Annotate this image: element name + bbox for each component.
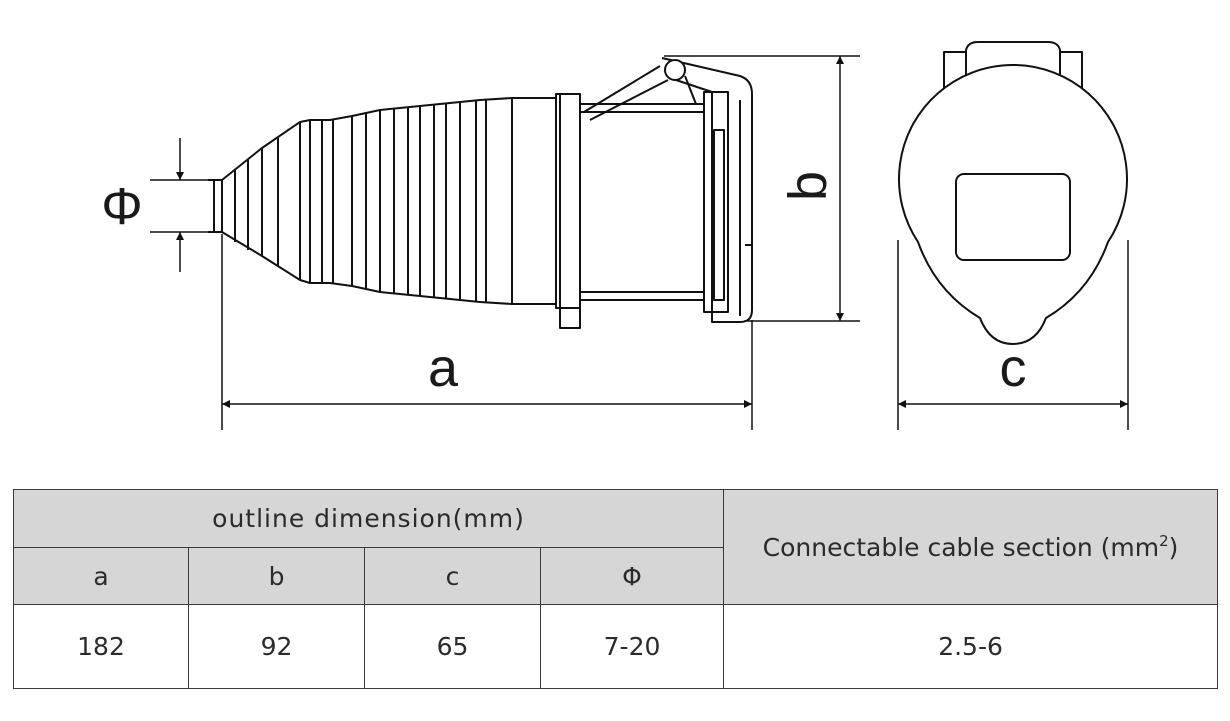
connector-side-view (208, 57, 753, 329)
outline-dimension-header: outline dimension(mm) (12, 489, 725, 548)
connector-front-view (898, 41, 1128, 345)
value-b: 92 (188, 604, 365, 689)
value-cable-section: 2.5-6 (723, 604, 1219, 689)
cable-header-close: ) (1168, 533, 1179, 562)
value-c: 65 (364, 604, 541, 689)
value-a: 182 (13, 604, 189, 689)
dimension-table: outline dimension(mm) Connectable cable … (12, 489, 1219, 689)
dimension-drawing: a b c Φ (101, 41, 1129, 430)
cable-section-header: Connectable cable section (mm2) (723, 489, 1219, 605)
column-header-b: b (188, 547, 365, 605)
dimension-lines (150, 55, 1129, 430)
cable-header-superscript: 2 (1159, 532, 1169, 550)
column-header-c: c (364, 547, 541, 605)
dim-label-b: b (778, 171, 838, 201)
dim-label-c: c (1000, 338, 1027, 398)
value-phi: 7-20 (539, 604, 725, 689)
dim-label-a: a (428, 338, 459, 398)
cable-header-text: Connectable cable section (mm (762, 533, 1160, 562)
column-header-phi: Φ (539, 547, 725, 605)
column-header-a: a (13, 547, 189, 605)
dim-label-phi: Φ (101, 178, 143, 236)
